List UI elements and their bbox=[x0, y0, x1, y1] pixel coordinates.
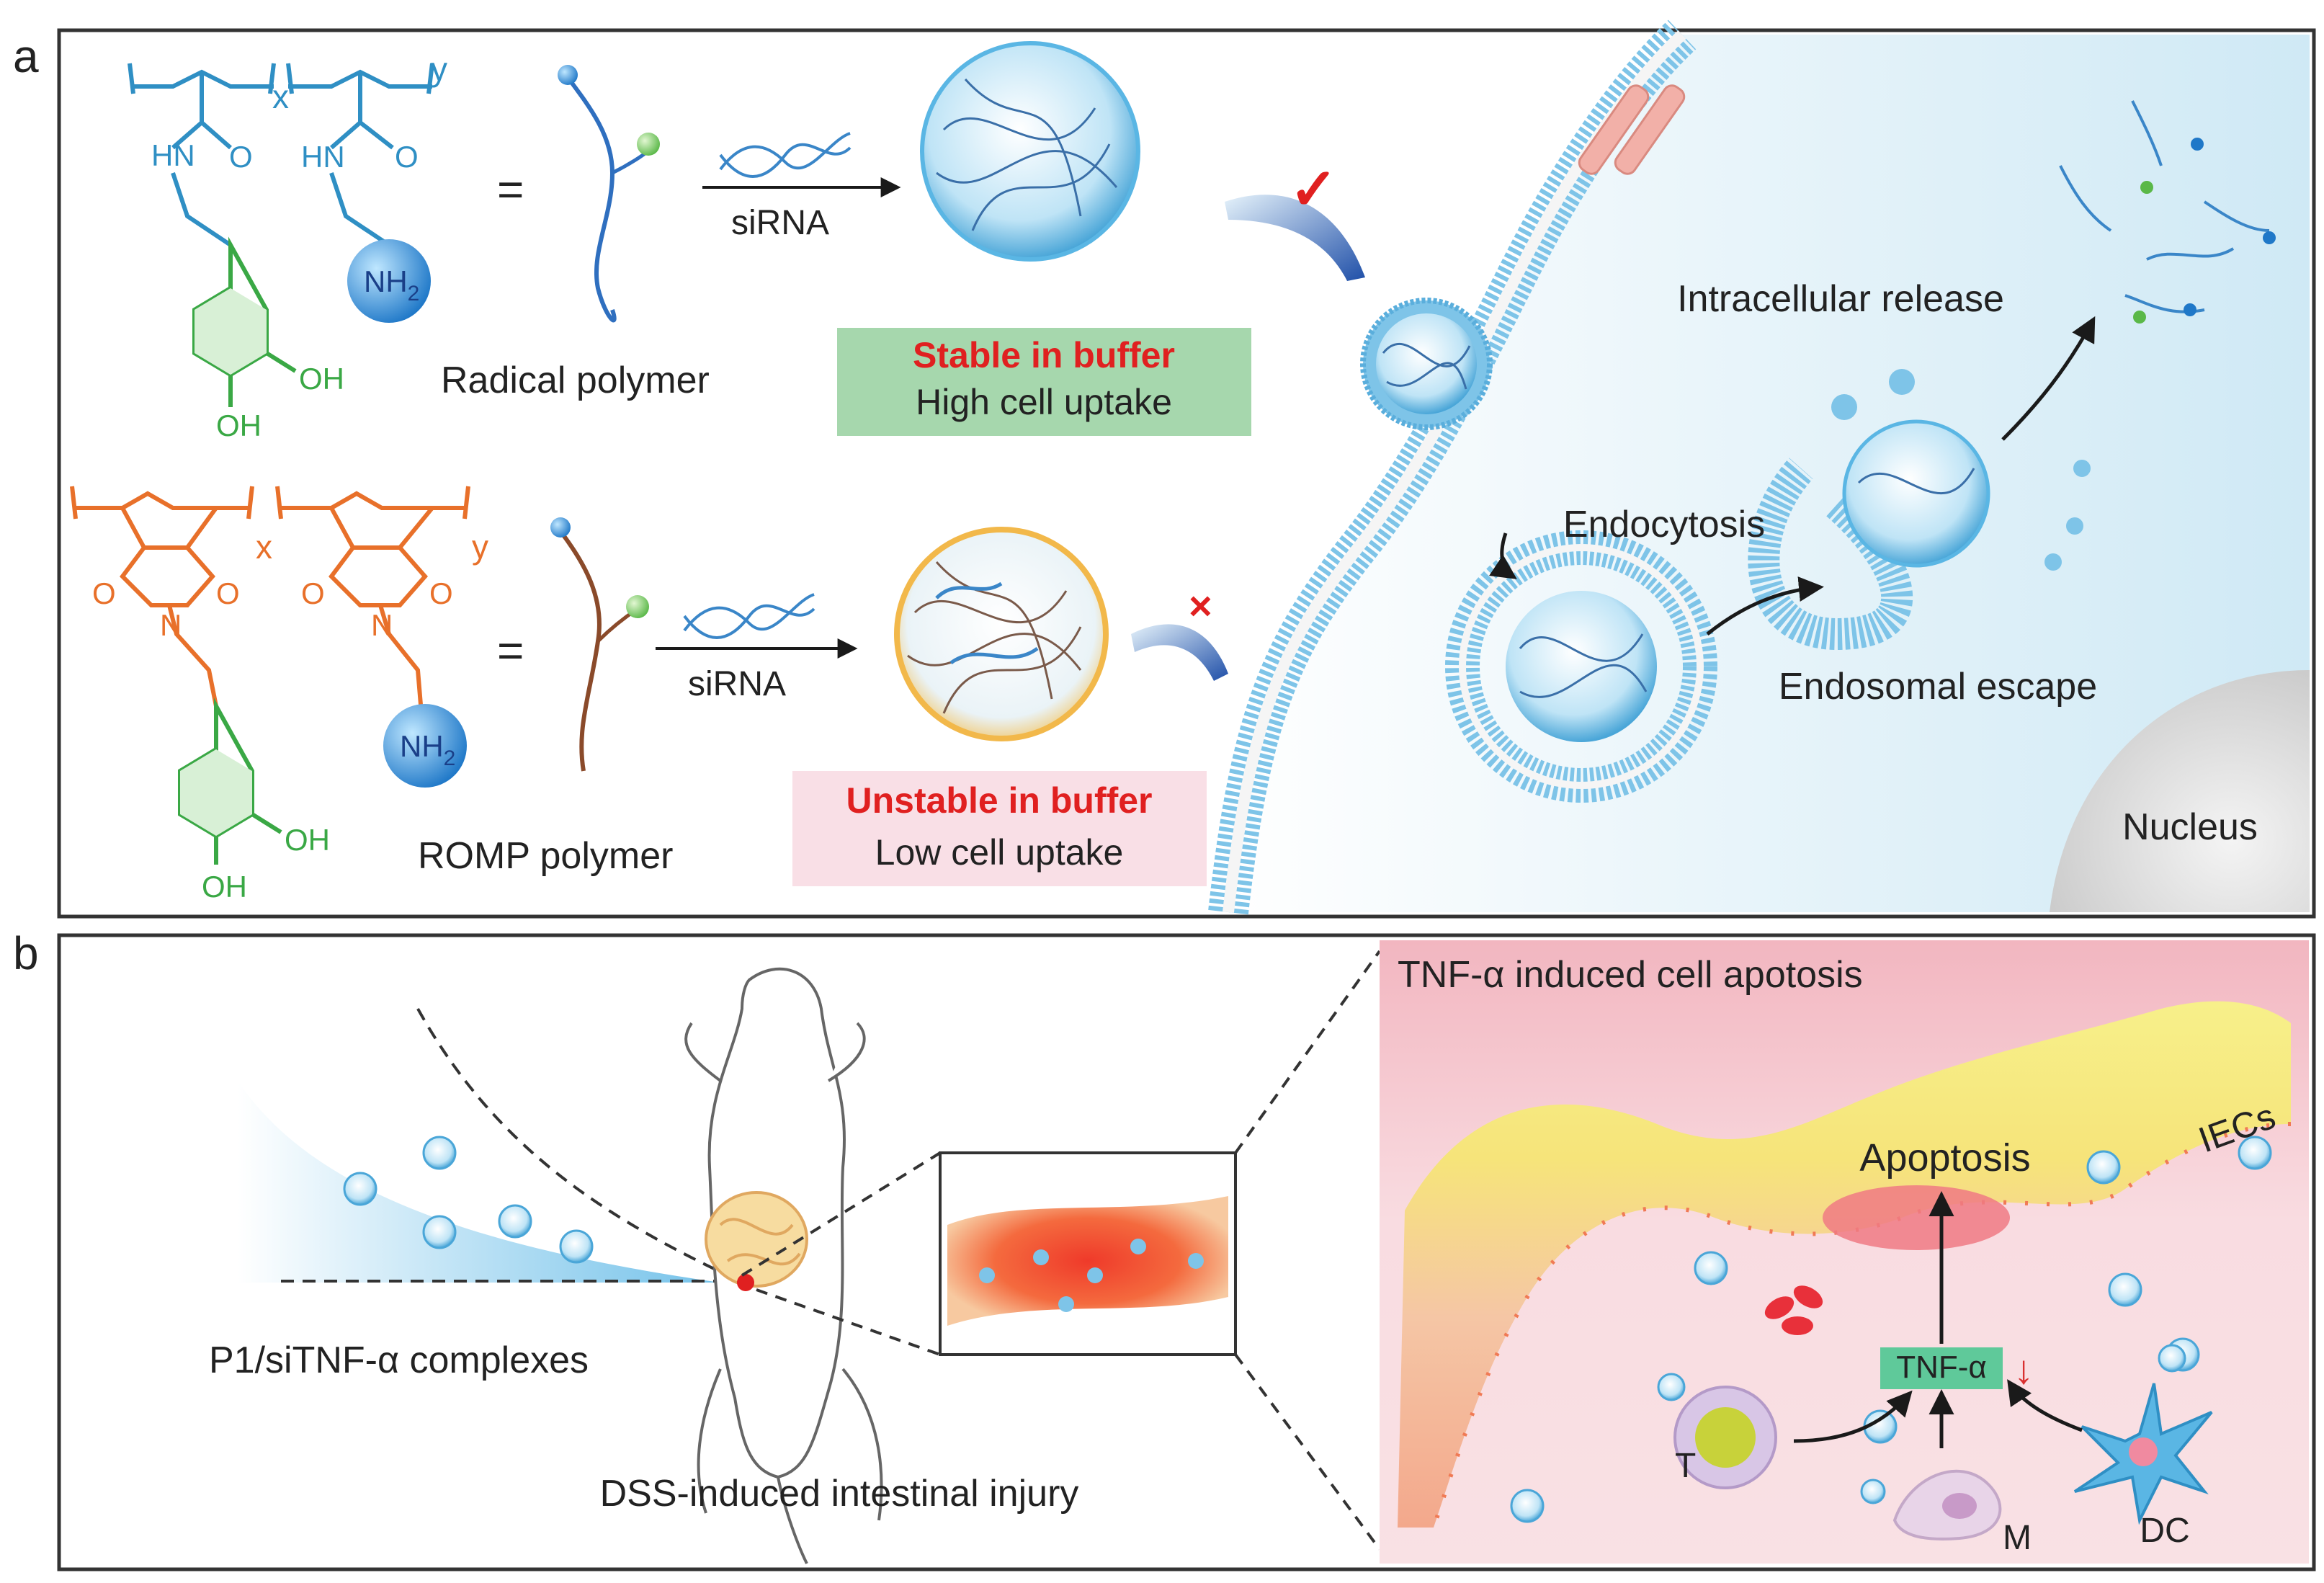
nucleus-label: Nucleus bbox=[2122, 806, 2258, 848]
injury-label: DSS-induced intestinal injury bbox=[600, 1473, 1079, 1515]
romp-sub-x: x bbox=[256, 528, 272, 566]
zoom-line-2 bbox=[756, 1288, 941, 1356]
release-arrow bbox=[2001, 316, 2096, 441]
cell-nuclei-row bbox=[1431, 1122, 2292, 1528]
unstable-box bbox=[792, 771, 1207, 886]
stable-in-buffer: Stable in buffer bbox=[913, 335, 1175, 375]
romp-n-1: N bbox=[160, 608, 182, 642]
epithelium-band bbox=[1398, 1001, 2291, 1528]
low-cell-uptake: Low cell uptake bbox=[875, 832, 1124, 873]
red-blood-cells bbox=[1764, 1285, 1823, 1335]
escape-arrow bbox=[1706, 576, 1824, 636]
romp-sub-y: y bbox=[472, 528, 488, 566]
uptake-arrow-fail bbox=[1131, 624, 1228, 681]
zoom-line-3 bbox=[1234, 950, 1381, 1154]
tnf-down-arrow: ↓ bbox=[2014, 1347, 2034, 1392]
high-cell-uptake: High cell uptake bbox=[916, 382, 1172, 422]
stable-box bbox=[837, 328, 1251, 436]
romp-nanoparticle bbox=[894, 527, 1109, 741]
romp-sirna-label: siRNA bbox=[688, 665, 786, 703]
membrane-protein bbox=[1578, 84, 1686, 175]
intracellular-release-label: Intracellular release bbox=[1677, 278, 2004, 320]
zoom-line-4 bbox=[1234, 1353, 1381, 1551]
endosomal-escape-label: Endosomal escape bbox=[1779, 666, 2097, 708]
romp-o-1: O bbox=[92, 576, 116, 610]
romp-o-4: O bbox=[429, 576, 453, 610]
romp-n-2: N bbox=[371, 608, 393, 642]
dc-arrow bbox=[2007, 1379, 2083, 1432]
endosome bbox=[1445, 530, 1717, 803]
inset-particles bbox=[979, 1239, 1204, 1312]
radical-hn-2: HN bbox=[301, 140, 345, 174]
tnf-label: TNF-α bbox=[1896, 1350, 1987, 1385]
romp-polymer-label: ROMP polymer bbox=[418, 835, 673, 877]
radical-o-1: O bbox=[229, 140, 253, 174]
np-at-membrane bbox=[1360, 298, 1493, 430]
romp-ring-fill bbox=[180, 749, 252, 836]
romp-sirna-helix bbox=[683, 593, 815, 639]
radical-hn-1: HN bbox=[151, 138, 195, 172]
beam-edge-top bbox=[416, 1008, 728, 1277]
radical-polymer-label: Radical polymer bbox=[441, 360, 710, 401]
panel-a: a x y HN O HN O NH2 OH OH = bbox=[13, 19, 2316, 919]
panel-b-label: b bbox=[13, 927, 39, 979]
t-cell bbox=[1657, 1373, 1777, 1489]
escaping-endosome bbox=[1748, 369, 2091, 651]
tissue-particles bbox=[1510, 1136, 2272, 1523]
injection-beam bbox=[238, 1081, 720, 1283]
radical-oh-2: OH bbox=[216, 409, 262, 442]
romp-polymer-structure bbox=[70, 486, 470, 714]
induced-title: TNF-α induced cell apotosis bbox=[1398, 954, 1863, 996]
uptake-arrow-success bbox=[1225, 195, 1365, 281]
apoptotic-cells bbox=[1823, 1185, 2010, 1250]
romp-equals: = bbox=[497, 625, 524, 677]
endocytosis-arrow bbox=[1488, 532, 1517, 579]
panel-b: b P1/siTNF-α complexes DSS-induced intes… bbox=[13, 927, 2316, 1571]
released-sirna bbox=[2059, 100, 2276, 324]
inflamed-tissue bbox=[947, 1196, 1228, 1326]
radical-oh-1: OH bbox=[299, 362, 344, 396]
macrophage bbox=[1860, 1469, 2002, 1540]
romp-amine-ball bbox=[383, 704, 467, 788]
radical-nanoparticle bbox=[920, 41, 1140, 262]
radical-amine-ball bbox=[347, 239, 431, 323]
t-cell-arrow bbox=[1793, 1390, 1913, 1443]
radical-sub-y: y bbox=[431, 50, 447, 88]
t-cell-label: T bbox=[1675, 1447, 1696, 1485]
apoptosis-label: Apoptosis bbox=[1859, 1136, 2030, 1180]
cell-interior bbox=[1217, 35, 2310, 912]
check-mark: ✓ bbox=[1290, 157, 1338, 221]
radical-nh: NH2 bbox=[364, 264, 419, 306]
complexes-label: P1/siTNF-α complexes bbox=[209, 1339, 589, 1381]
m-cell-label: M bbox=[2003, 1519, 2032, 1557]
radical-ring-fill bbox=[195, 288, 267, 375]
radical-equals: = bbox=[497, 164, 524, 215]
romp-o-2: O bbox=[216, 576, 240, 610]
dendritic-cell bbox=[2073, 1344, 2213, 1525]
dc-cell-label: DC bbox=[2140, 1512, 2189, 1550]
complex-particles bbox=[343, 1136, 594, 1264]
romp-nh: NH2 bbox=[400, 729, 455, 770]
radical-sub-x: x bbox=[272, 78, 289, 115]
radical-sirna-helix bbox=[719, 132, 852, 178]
radical-polymer-coil bbox=[558, 65, 660, 323]
romp-oh-1: OH bbox=[285, 823, 330, 857]
romp-polymer-coil bbox=[550, 517, 649, 772]
romp-oh-2: OH bbox=[202, 870, 247, 904]
unstable-in-buffer: Unstable in buffer bbox=[846, 780, 1152, 821]
cross-mark: × bbox=[1189, 583, 1212, 628]
romp-o-3: O bbox=[301, 576, 325, 610]
panel-a-label: a bbox=[13, 30, 39, 82]
radical-o-2: O bbox=[395, 140, 419, 174]
nucleus-shape bbox=[2050, 670, 2310, 912]
tnf-box bbox=[1880, 1347, 2003, 1389]
endocytosis-label: Endocytosis bbox=[1563, 504, 1765, 545]
radical-sirna-label: siRNA bbox=[731, 204, 829, 242]
